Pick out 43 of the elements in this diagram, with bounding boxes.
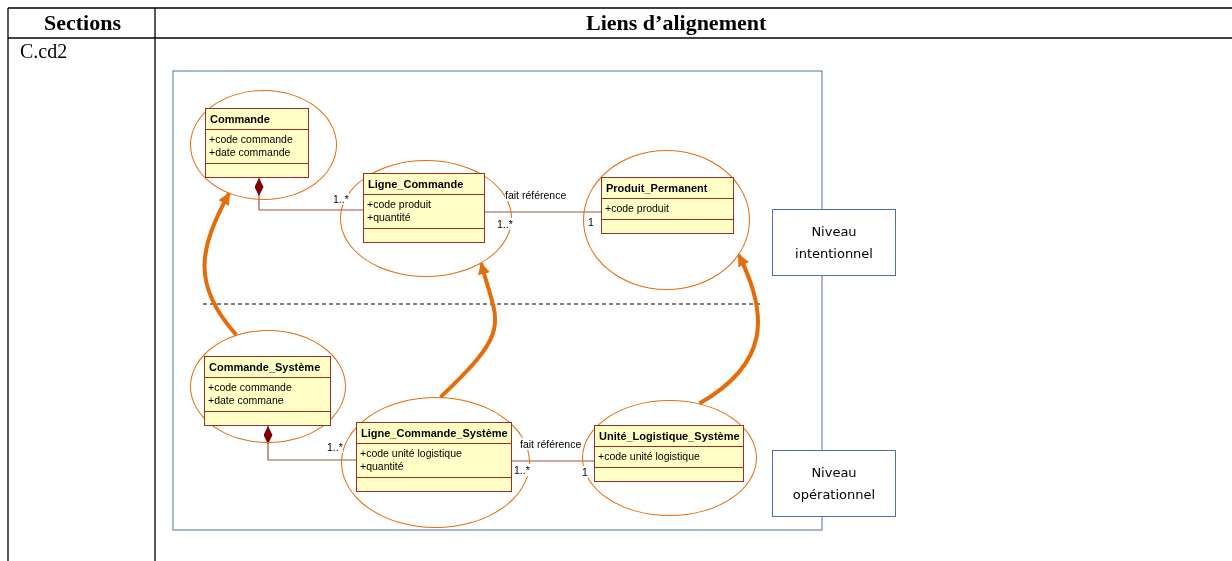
highlight-ellipse bbox=[190, 330, 346, 443]
class-attribute: +date commande bbox=[209, 146, 292, 159]
class-box bbox=[601, 177, 734, 234]
class-name: Commande bbox=[206, 109, 308, 130]
class-box bbox=[363, 173, 485, 243]
class-attribute: +date commane bbox=[208, 394, 285, 407]
composition-line bbox=[254, 177, 364, 211]
column-header: Sections bbox=[44, 10, 121, 36]
multiplicity-label: 1 bbox=[588, 216, 594, 228]
class-name: Ligne_Commande_Système bbox=[357, 423, 511, 444]
multiplicity-label: 1..* bbox=[333, 193, 349, 205]
class-box bbox=[205, 108, 309, 178]
edge-label: fait référence bbox=[505, 189, 567, 201]
class-name: Unité_Logistique_Système bbox=[595, 426, 743, 447]
arrow bbox=[439, 262, 498, 399]
class-attribute: +quantité bbox=[360, 460, 405, 473]
column-header: Liens d’alignement bbox=[586, 10, 767, 36]
association-line bbox=[484, 211, 602, 213]
class-box bbox=[594, 425, 744, 482]
level-box: Niveau intentionnel bbox=[772, 209, 896, 276]
class-box bbox=[356, 422, 512, 492]
class-name: Ligne_Commande bbox=[364, 174, 484, 195]
class-attribute: +code produit bbox=[367, 198, 432, 211]
section-label: C.cd2 bbox=[20, 40, 68, 63]
class-attribute: +quantité bbox=[367, 211, 412, 224]
multiplicity-label: 1 bbox=[582, 466, 588, 478]
class-name: Commande_Système bbox=[205, 357, 330, 378]
class-attribute: +code unité logistique bbox=[360, 447, 463, 460]
class-attribute: +code unité logistique bbox=[598, 450, 701, 463]
class-attribute: +code commande bbox=[208, 381, 293, 394]
edge-label: fait référence bbox=[520, 438, 582, 450]
level-box: Niveau opérationnel bbox=[772, 450, 896, 517]
class-box bbox=[204, 356, 331, 426]
arrow bbox=[698, 253, 760, 406]
arrow bbox=[202, 192, 238, 337]
class-attribute: +code commande bbox=[209, 133, 294, 146]
multiplicity-label: 1..* bbox=[327, 441, 343, 453]
composition-line bbox=[263, 425, 357, 461]
multiplicity-label: 1..* bbox=[514, 464, 530, 476]
class-attribute: +code produit bbox=[605, 202, 670, 215]
class-name: Produit_Permanent bbox=[602, 178, 733, 199]
association-line bbox=[511, 460, 595, 462]
multiplicity-label: 1..* bbox=[497, 218, 513, 230]
